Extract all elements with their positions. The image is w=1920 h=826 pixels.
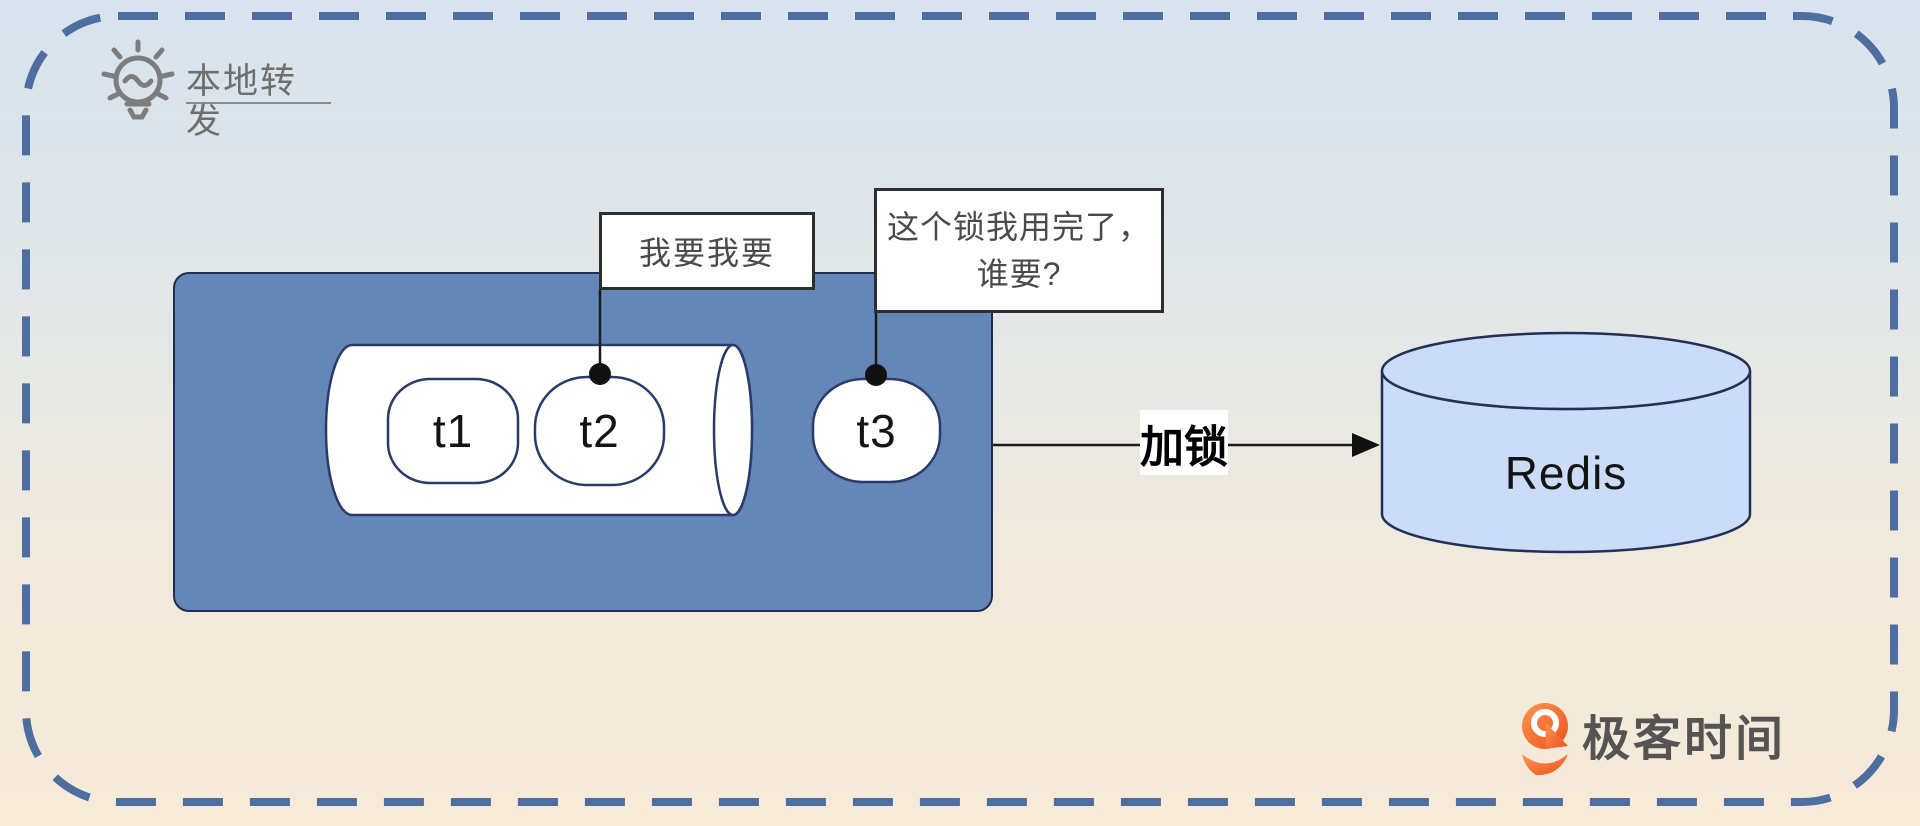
lock-arrow-head [1352, 433, 1380, 457]
t3-callout-line1: 这个锁我用完了， [886, 209, 1151, 246]
t3-callout-box: 这个锁我用完了， 谁要? [874, 188, 1164, 313]
t3-callout-line2: 谁要? [976, 255, 1062, 292]
redis-label: Redis [1504, 447, 1628, 499]
thread-t3-label: t3 [856, 404, 897, 457]
t2-callout-box: 我要我要 [599, 212, 815, 290]
geektime-logo-text: 极客时间 [1582, 713, 1787, 766]
thread-t2-label: t2 [579, 405, 620, 457]
header-title: 本地转发 [186, 62, 331, 141]
lock-arrow-label: 加锁 [1140, 410, 1228, 475]
thread-t1-label: t1 [432, 405, 474, 457]
t2-callout-text: 我要我要 [638, 235, 775, 271]
